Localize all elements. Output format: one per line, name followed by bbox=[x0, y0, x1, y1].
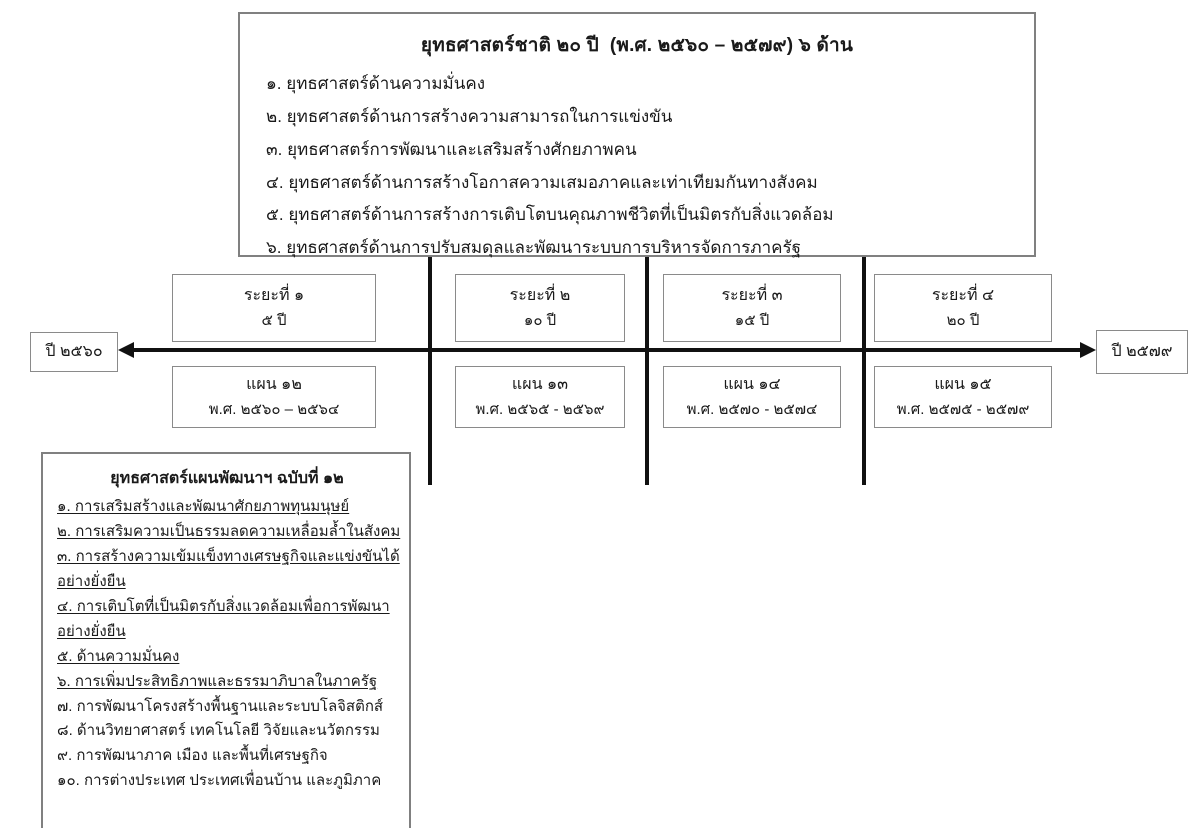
phase-divider-2 bbox=[645, 257, 649, 485]
plan12-title: ยุทธศาสตร์แผนพัฒนาฯ ฉบับที่ ๑๒ bbox=[110, 470, 344, 487]
plan-label-15: แผน ๑๕ bbox=[934, 375, 992, 393]
plan-box-13: แผน ๑๓ พ.ศ. ๒๕๖๕ - ๒๕๖๙ bbox=[455, 366, 625, 428]
national-strategy-title: ยุทธศาสตร์ชาติ ๒๐ ปี (พ.ศ. ๒๕๖๐ – ๒๕๗๙) … bbox=[420, 35, 854, 56]
plan12-item-7: ๗. การพัฒนาโครงสร้างพื้นฐานและระบบโลจิสต… bbox=[57, 697, 384, 715]
timeline-arrow bbox=[118, 342, 1096, 358]
arrow-head-left-icon bbox=[118, 342, 134, 358]
plan12-item-3-continued: อย่างยั่งยืน bbox=[57, 572, 126, 590]
plan-box-15: แผน ๑๕ พ.ศ. ๒๕๗๕ - ๒๕๗๙ bbox=[874, 366, 1052, 428]
plan-box-12: แผน ๑๒ พ.ศ. ๒๕๖๐ – ๒๕๖๔ bbox=[172, 366, 376, 428]
plan-years-12: พ.ศ. ๒๕๖๐ – ๒๕๖๔ bbox=[208, 400, 340, 418]
plan12-item-4-continued: อย่างยั่งยืน bbox=[57, 622, 126, 640]
phase-label-2: ระยะที่ ๒ bbox=[509, 286, 571, 304]
phase-label-3: ระยะที่ ๓ bbox=[721, 286, 783, 304]
phase-label-1: ระยะที่ ๑ bbox=[243, 286, 305, 304]
phase-box-3: ระยะที่ ๓ ๑๕ ปี bbox=[663, 274, 841, 342]
timeline-end-year: ปี ๒๕๗๙ bbox=[1096, 330, 1188, 374]
arrow-head-right-icon bbox=[1080, 342, 1096, 358]
timeline-end-year-label: ปี ๒๕๗๙ bbox=[1111, 342, 1173, 360]
phase-box-2: ระยะที่ ๒ ๑๐ ปี bbox=[455, 274, 625, 342]
timeline-shaft bbox=[130, 348, 1084, 352]
plan12-item-2: ๒. การเสริมความเป็นธรรมลดความเหลื่อมล้ำใ… bbox=[57, 522, 401, 540]
plan12-item-10: ๑๐. การต่างประเทศ ประเทศเพื่อนบ้าน และภู… bbox=[57, 772, 382, 790]
plan12-item-6: ๖. การเพิ่มประสิทธิภาพและธรรมาภิบาลในภาค… bbox=[57, 672, 378, 690]
plan12-item-8: ๘. ด้านวิทยาศาสตร์ เทคโนโลยี วิจัยและนวั… bbox=[57, 722, 380, 740]
timeline-start-year-label: ปี ๒๕๖๐ bbox=[45, 342, 103, 360]
plan12-item-1: ๑. การเสริมสร้างและพัฒนาศักยภาพทุนมนุษย์ bbox=[57, 498, 350, 515]
plan-years-15: พ.ศ. ๒๕๗๕ - ๒๕๗๙ bbox=[896, 400, 1030, 418]
plan-label-14: แผน ๑๔ bbox=[723, 375, 781, 393]
phase-duration-2: ๑๐ ปี bbox=[523, 311, 557, 329]
phase-label-4: ระยะที่ ๔ bbox=[931, 286, 995, 304]
strategy-item-1: ๑. ยุทธศาสตร์ด้านความมั่นคง bbox=[266, 73, 486, 93]
phase-duration-1: ๕ ปี bbox=[261, 311, 287, 329]
phase-duration-3: ๑๕ ปี bbox=[734, 311, 770, 329]
phase-box-4: ระยะที่ ๔ ๒๐ ปี bbox=[874, 274, 1052, 342]
strategy-item-5: ๕. ยุทธศาสตร์ด้านการสร้างการเติบโตบนคุณภ… bbox=[266, 205, 834, 225]
plan-box-14: แผน ๑๔ พ.ศ. ๒๕๗๐ - ๒๕๗๔ bbox=[663, 366, 841, 428]
phase-divider-1 bbox=[428, 257, 432, 485]
plan12-item-3: ๓. การสร้างความเข้มแข็งทางเศรษฐกิจและแข่… bbox=[57, 547, 400, 565]
strategy-item-4: ๔. ยุทธศาสตร์ด้านการสร้างโอกาสความเสมอภา… bbox=[266, 172, 818, 192]
plan-label-13: แผน ๑๓ bbox=[511, 375, 569, 393]
plan-label-12: แผน ๑๒ bbox=[246, 375, 302, 393]
strategy-item-3: ๓. ยุทธศาสตร์การพัฒนาและเสริมสร้างศักยภา… bbox=[266, 139, 637, 159]
plan12-item-5: ๕. ด้านความมั่นคง bbox=[57, 647, 180, 665]
strategy-item-6: ๖. ยุทธศาสตร์ด้านการปรับสมดุลและพัฒนาระบ… bbox=[266, 238, 802, 258]
phase-divider-3 bbox=[862, 257, 866, 485]
phase-box-1: ระยะที่ ๑ ๕ ปี bbox=[172, 274, 376, 342]
timeline-start-year: ปี ๒๕๖๐ bbox=[30, 332, 118, 372]
plan12-item-9: ๙. การพัฒนาภาค เมือง และพื้นที่เศรษฐกิจ bbox=[57, 747, 328, 765]
plan-years-13: พ.ศ. ๒๕๖๕ - ๒๕๖๙ bbox=[475, 400, 605, 418]
strategy-item-2: ๒. ยุทธศาสตร์ด้านการสร้างความสามารถในการ… bbox=[266, 106, 673, 126]
plan12-item-4: ๔. การเติบโตที่เป็นมิตรกับสิ่งแวดล้อมเพื… bbox=[57, 597, 390, 615]
phase-duration-4: ๒๐ ปี bbox=[946, 311, 980, 329]
national-strategy-panel: ยุทธศาสตร์ชาติ ๒๐ ปี (พ.ศ. ๒๕๖๐ – ๒๕๗๙) … bbox=[238, 12, 1036, 257]
plan-years-14: พ.ศ. ๒๕๗๐ - ๒๕๗๔ bbox=[686, 400, 818, 418]
plan12-strategy-panel: ยุทธศาสตร์แผนพัฒนาฯ ฉบับที่ ๑๒ ๑. การเสร… bbox=[41, 452, 411, 828]
